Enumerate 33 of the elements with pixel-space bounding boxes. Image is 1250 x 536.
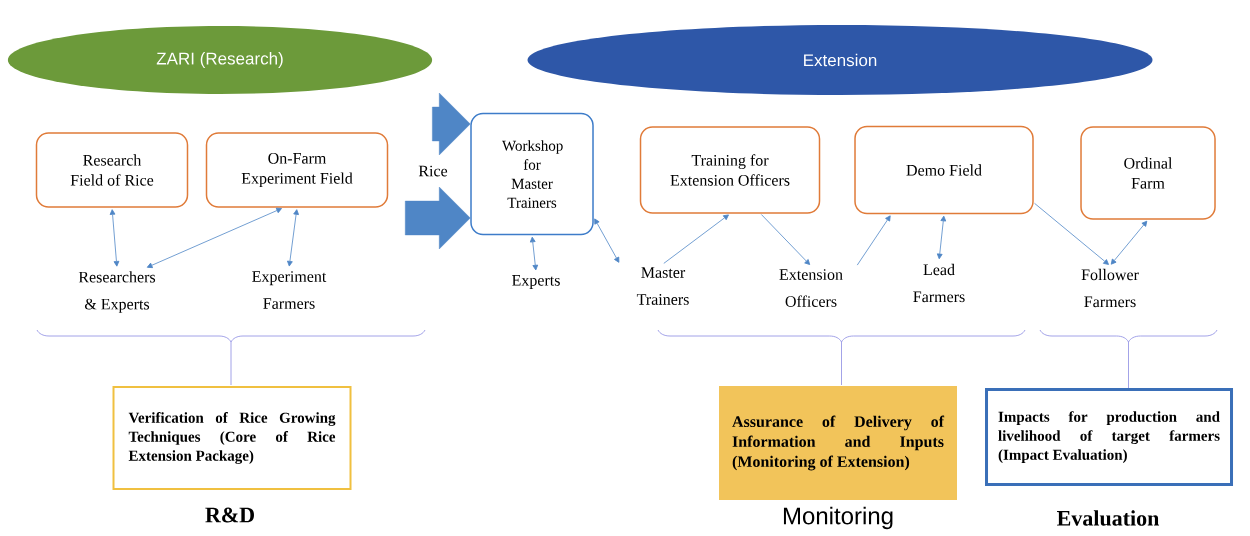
section-heading: Monitoring — [783, 506, 893, 530]
rounded-box: Demo Field — [854, 125, 1034, 215]
arrow — [287, 209, 299, 267]
section-heading: R&D — [205, 507, 254, 523]
rounded-box: On-Farm Experiment Field — [205, 132, 389, 208]
arrow — [663, 214, 729, 264]
node-text: Lead Farmers — [913, 263, 965, 303]
arrow — [146, 207, 282, 269]
arrow — [109, 209, 120, 267]
text-box: Verification of Rice Growing Techniques (Core of Rice Extension Package) — [112, 386, 352, 490]
arrow — [856, 215, 891, 266]
node-text: Extension Officers — [779, 269, 843, 307]
rounded-box: Training for Extension Officers — [639, 126, 821, 214]
arrow — [594, 218, 620, 263]
rounded-box: Ordinal Farm — [1080, 126, 1216, 220]
text-box: Impacts for production and livelihood of target farmers (Impact Evaluation) — [985, 388, 1233, 486]
arrow — [760, 214, 811, 265]
rounded-box: Research Field of Rice — [35, 132, 189, 208]
node-text: Master Trainers — [636, 267, 689, 305]
node-text: Experiment Farmers — [252, 271, 327, 309]
node-text: Experts — [512, 275, 560, 289]
filled-text-box: Assurance of Delivery of Information and Inputs (Monitoring of Extension) — [719, 386, 957, 500]
node-text: Researchers & Experts — [78, 271, 156, 313]
rounded-box: Workshop for Master Trainers — [470, 112, 594, 236]
arrow — [936, 215, 947, 260]
block-arrow — [405, 186, 471, 250]
node-text: Follower Farmers — [1081, 268, 1139, 308]
arrow — [1110, 220, 1148, 265]
label: Rice — [418, 165, 448, 177]
block-arrow — [432, 92, 471, 156]
arrow — [529, 236, 539, 271]
arrow — [1034, 202, 1109, 265]
section-heading: Evaluation — [1057, 510, 1160, 526]
